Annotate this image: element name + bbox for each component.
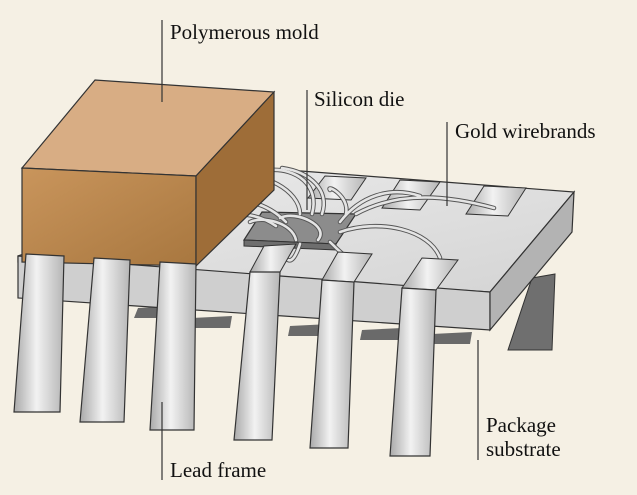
package-substrate-label-line2: substrate (486, 437, 561, 461)
silicon-die-label: Silicon die (314, 87, 405, 111)
gold-wirebrands-label: Gold wirebrands (455, 119, 596, 143)
callout-lines (161, 20, 479, 480)
package-substrate-label-line1: Package (486, 413, 556, 437)
lead-frame-label: Lead frame (170, 458, 267, 482)
lead-frame-left (13, 253, 197, 431)
back-lead-right (507, 273, 556, 351)
lead-frame-right (233, 243, 459, 457)
polymerous-mold-label: Polymerous mold (170, 20, 319, 44)
